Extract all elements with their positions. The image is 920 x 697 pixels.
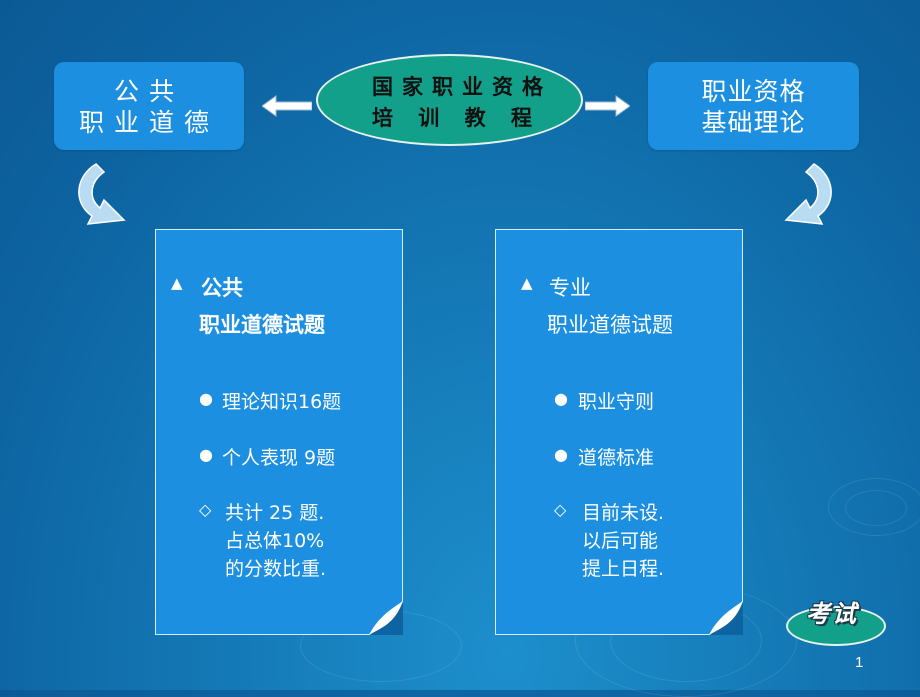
right-panel-heading-line1: 专业 — [549, 276, 591, 300]
basic-theory-box[interactable]: 职业资格 基础理论 — [648, 62, 859, 150]
diamond-icon: ◇ — [199, 500, 212, 519]
diamond-icon: ◇ — [554, 500, 567, 519]
public-ethics-box-line1: 公共 — [113, 77, 184, 106]
public-ethics-panel: ▲ 公共 职业道德试题 ● 理论知识16题 ● 个人表现 9题 ◇ 共计 25 … — [155, 229, 403, 635]
left-item-theory: 理论知识16题 — [222, 391, 342, 413]
course-title-line2: 培 训 教 程 — [372, 105, 541, 130]
bullet-icon: ● — [199, 389, 213, 408]
left-summary-line2: 占总体10% — [225, 530, 325, 552]
page-curl-icon — [369, 601, 403, 635]
course-title-ellipse[interactable]: 国家职业资格 培 训 教 程 — [316, 54, 583, 146]
page-number: 1 — [855, 654, 864, 671]
left-panel-heading-line1: 公共 — [201, 276, 243, 300]
right-panel-heading-line2: 职业道德试题 — [547, 313, 673, 337]
exam-button[interactable] — [786, 606, 886, 646]
curved-arrow-down-right-icon — [784, 163, 832, 225]
curved-arrow-down-left-icon — [78, 163, 126, 225]
triangle-icon: ▲ — [521, 274, 533, 292]
arrow-left-icon — [262, 95, 312, 117]
ripple-decoration — [828, 478, 920, 536]
page-curl-icon — [709, 601, 743, 635]
arrow-right-icon — [585, 95, 630, 117]
bullet-icon: ● — [554, 389, 568, 408]
professional-ethics-panel: ▲ 专业 职业道德试题 ● 职业守则 ● 道德标准 ◇ 目前未设. 以后可能 提… — [495, 229, 743, 635]
right-item-code: 职业守则 — [578, 391, 655, 413]
basic-theory-box-line2: 基础理论 — [701, 108, 806, 137]
right-item-standards: 道德标准 — [578, 447, 655, 469]
triangle-icon: ▲ — [171, 274, 183, 292]
course-title-line1: 国家职业资格 — [372, 74, 552, 99]
right-summary-line2: 以后可能 — [582, 530, 659, 552]
public-ethics-box[interactable]: 公共 职业道德 — [54, 62, 244, 150]
public-ethics-box-line2: 职业道德 — [78, 108, 219, 137]
left-item-performance: 个人表现 9题 — [222, 447, 336, 469]
exam-button-label[interactable]: 考试 — [806, 599, 858, 628]
left-summary-line3: 的分数比重. — [225, 558, 327, 580]
bullet-icon: ● — [199, 445, 213, 464]
left-panel-heading-line2: 职业道德试题 — [199, 313, 325, 337]
right-summary-line1: 目前未设. — [582, 502, 665, 524]
right-summary-line3: 提上日程. — [582, 558, 665, 580]
left-summary-line1: 共计 25 题. — [225, 502, 325, 524]
basic-theory-box-line1: 职业资格 — [701, 77, 806, 106]
bullet-icon: ● — [554, 445, 568, 464]
